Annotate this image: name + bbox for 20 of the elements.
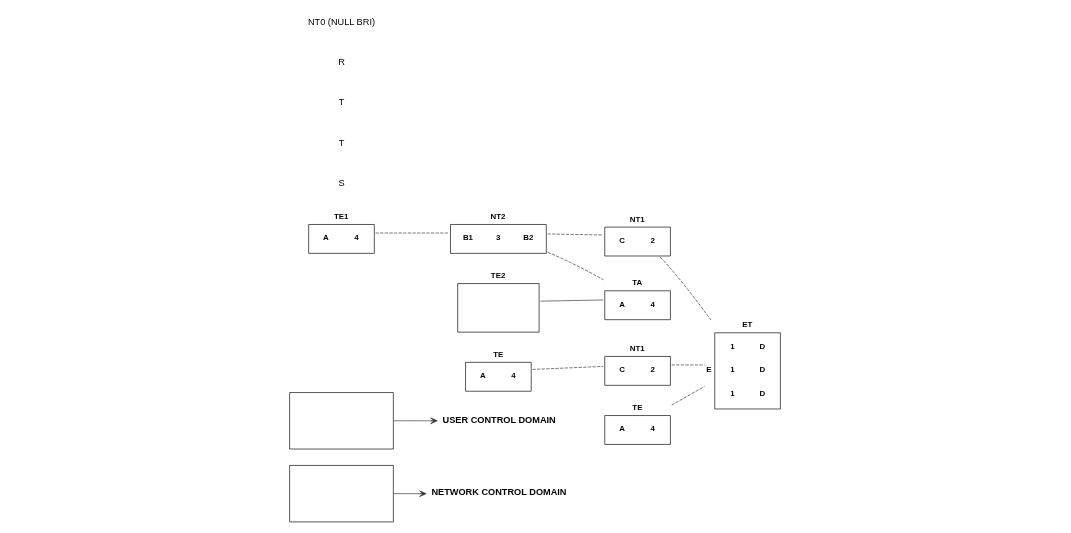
- label: NT0 (NULL BRI): [307, 17, 376, 28]
- connector: [671, 386, 705, 406]
- connector: [659, 256, 712, 321]
- label: S: [338, 177, 345, 188]
- connector: [532, 366, 604, 370]
- node-text: NETWORK CONTROL DOMAIN: [431, 487, 567, 498]
- arrow: [393, 490, 427, 497]
- node-text: USER CONTROL DOMAIN: [442, 414, 556, 425]
- node-box: [457, 283, 540, 333]
- connector: [671, 364, 705, 366]
- arrow: [393, 417, 438, 425]
- label: T: [338, 97, 345, 108]
- node-box: [289, 465, 394, 523]
- node-box: [289, 392, 394, 450]
- connector: [547, 233, 604, 236]
- connector: [540, 299, 604, 302]
- label: T: [338, 137, 345, 148]
- connector: [375, 232, 450, 234]
- label: R: [338, 57, 345, 68]
- connector: [547, 251, 604, 281]
